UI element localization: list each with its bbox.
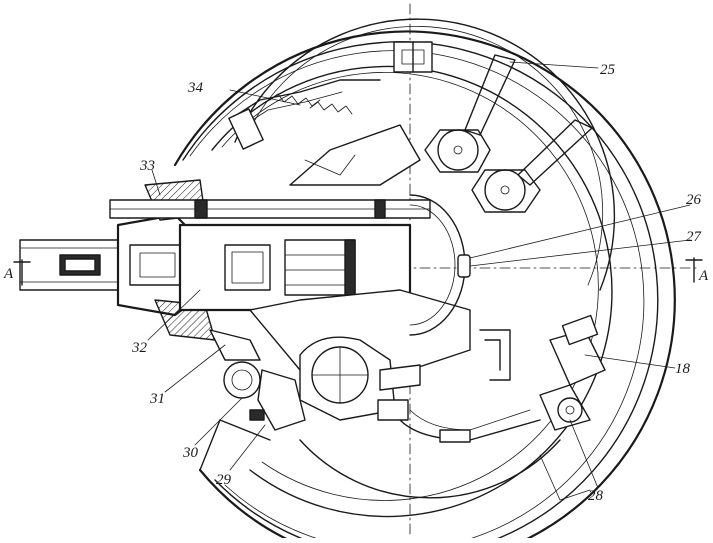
callout-34: 34 — [187, 80, 204, 96]
callout-33: 33 — [139, 158, 155, 174]
callout-30: 30 — [182, 445, 199, 461]
callout-26: 26 — [686, 192, 702, 208]
callout-29: 29 — [216, 472, 232, 488]
callout-28: 28 — [588, 488, 604, 504]
section-mark-right-label: A — [698, 268, 709, 284]
callout-25: 25 — [600, 62, 616, 78]
callout-18: 18 — [675, 361, 691, 377]
periscope-units — [424, 54, 593, 213]
lower-left-gear — [209, 329, 306, 431]
callout-27: 27 — [686, 229, 703, 245]
callout-32: 32 — [131, 340, 148, 356]
turret-rings — [173, 18, 676, 543]
top-hatch — [393, 41, 433, 73]
section-mark-right: A — [685, 257, 709, 284]
crew-seat — [299, 329, 541, 443]
side-equipment — [539, 314, 606, 431]
callout-31: 31 — [149, 391, 165, 407]
ammo-drum — [409, 194, 471, 336]
leader-lines — [147, 61, 691, 489]
ammo-rack — [228, 79, 381, 150]
section-mark-left: A — [3, 259, 31, 286]
section-mark-left-label: A — [3, 266, 14, 282]
